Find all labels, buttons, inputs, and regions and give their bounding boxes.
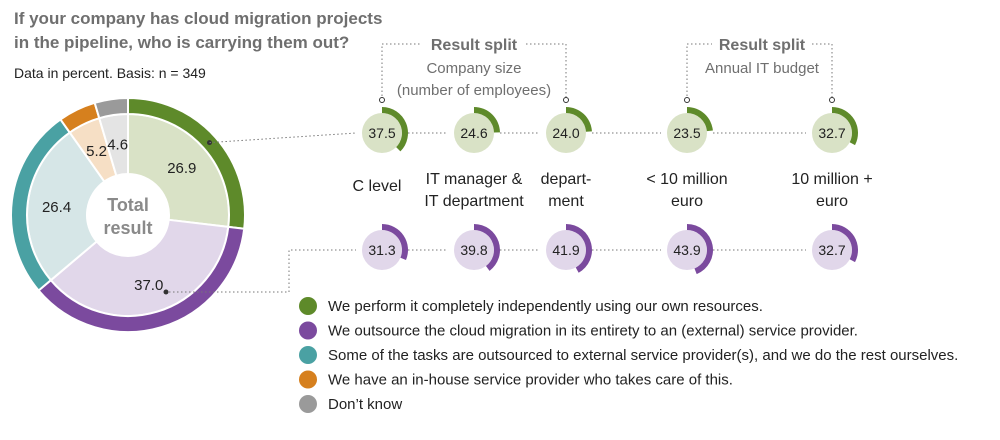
gauge-outsource-0-arc [382, 224, 408, 261]
gauge-own-2-bg [546, 113, 586, 153]
category-label-3-line1: euro [671, 193, 703, 210]
legend-swatch-dontknow [299, 395, 317, 413]
gauge-outsource-1-value: 39.8 [460, 242, 487, 258]
connector-bottom [169, 249, 356, 293]
gauge-outsource-2-arc [566, 223, 593, 273]
gauge-outsource-0-bg [362, 230, 402, 270]
gauge-own-1-arc [474, 107, 500, 133]
legend-label-own: We perform it completely independently u… [328, 298, 763, 315]
gauge-own-2-arc [566, 107, 592, 132]
category-label-1-line1: IT department [424, 193, 524, 210]
bracket-split1-right [526, 43, 567, 100]
legend-label-outsource-all: We outsource the cloud migration in its … [328, 323, 858, 340]
category-label-4-line1: euro [816, 193, 848, 210]
gauge-outsource-2-value: 41.9 [552, 242, 579, 258]
legend: We perform it completely independently u… [299, 297, 958, 413]
bracket-split2-right [812, 43, 833, 100]
bracket-split2-end-left [684, 97, 690, 103]
legend-swatch-partial [299, 346, 317, 364]
donut-value-label-partial: 26.4 [42, 199, 71, 216]
legend-label-inhouse: We have an in-house service provider who… [328, 372, 733, 389]
legend-swatch-inhouse [299, 370, 317, 389]
gauge-own-2-value: 24.0 [552, 125, 579, 141]
bracket-split1-end-right [563, 97, 569, 103]
legend-swatch-own [299, 297, 317, 315]
donut-value-label-outsource-all: 37.0 [134, 277, 163, 294]
legend-label-partial: Some of the tasks are outsourced to exte… [328, 347, 958, 364]
legend-label-dontknow: Don’t know [328, 396, 402, 413]
chart-title-line1: If your company has cloud migration proj… [14, 9, 382, 28]
split1-subtitle-line1: Company size [426, 60, 521, 77]
gauge-outsource-4-value: 32.7 [818, 242, 845, 258]
bracket-split1-left [381, 43, 422, 100]
gauge-own-1-value: 24.6 [460, 125, 487, 141]
category-label-2-line1: ment [548, 193, 584, 210]
donut-value-label-inhouse: 5.2 [86, 143, 107, 160]
bracket-split2-left [686, 43, 712, 100]
category-label-0-line0: C level [353, 178, 402, 195]
split1-title: Result split [431, 37, 518, 54]
connector-lines [163, 132, 806, 295]
gauge-own-1-bg [454, 113, 494, 153]
gauge-own-4-arc [832, 107, 858, 146]
split-gauges: 37.5 24.6 24.0 23.5 32.7 31.3 39.8 41.9 43.9 32.7 [362, 107, 858, 275]
category-label-2-line0: depart- [541, 171, 592, 188]
bracket-split1-end-left [379, 97, 385, 103]
gauge-outsource-4-arc [832, 224, 858, 263]
bracket-split2-end-right [829, 97, 835, 103]
gauge-own-4-value: 32.7 [818, 125, 845, 141]
legend-swatch-outsource-all [299, 321, 317, 340]
category-labels: C level IT manager & IT department depart-m… [353, 171, 873, 210]
split1-subtitle-line2: (number of employees) [397, 82, 551, 99]
split2-subtitle-line1: Annual IT budget [705, 60, 820, 77]
split2-title: Result split [719, 37, 806, 54]
gauge-outsource-1-bg [454, 230, 494, 270]
gauge-outsource-0-value: 31.3 [368, 242, 395, 258]
donut-value-label-dontknow: 4.6 [107, 137, 128, 154]
category-label-1-line0: IT manager & [426, 171, 523, 188]
gauge-outsource-4-bg [812, 230, 852, 270]
donut-slice-outer-dontknow [93, 96, 129, 120]
category-label-4-line0: 10 million + [791, 171, 872, 188]
donut-value-label-own: 26.9 [167, 160, 196, 177]
connector-dot-bottom [163, 289, 169, 295]
gauge-outsource-3-value: 43.9 [673, 242, 700, 258]
gauge-outsource-2-bg [546, 230, 586, 270]
gauge-outsource-3-arc [687, 223, 713, 275]
donut-center-line1: Total [107, 195, 149, 215]
chart-title-line2: in the pipeline, who is carrying them ou… [14, 33, 349, 52]
gauge-own-3-arc [687, 107, 713, 132]
connector-top [209, 132, 357, 144]
gauge-outsource-3-bg [667, 230, 707, 270]
gauge-own-0-arc [382, 107, 409, 152]
gauge-own-3-bg [667, 113, 707, 153]
gauge-own-4-bg [812, 113, 852, 153]
gauge-own-3-value: 23.5 [673, 125, 700, 141]
category-label-3-line0: < 10 million [646, 171, 727, 188]
chart-basis: Data in percent. Basis: n = 349 [14, 65, 206, 81]
gauge-own-0-value: 37.5 [368, 125, 395, 141]
split-brackets [379, 43, 835, 103]
donut-center-line2: result [103, 218, 152, 238]
gauge-outsource-1-arc [474, 224, 500, 271]
gauge-own-0-bg [362, 113, 402, 153]
